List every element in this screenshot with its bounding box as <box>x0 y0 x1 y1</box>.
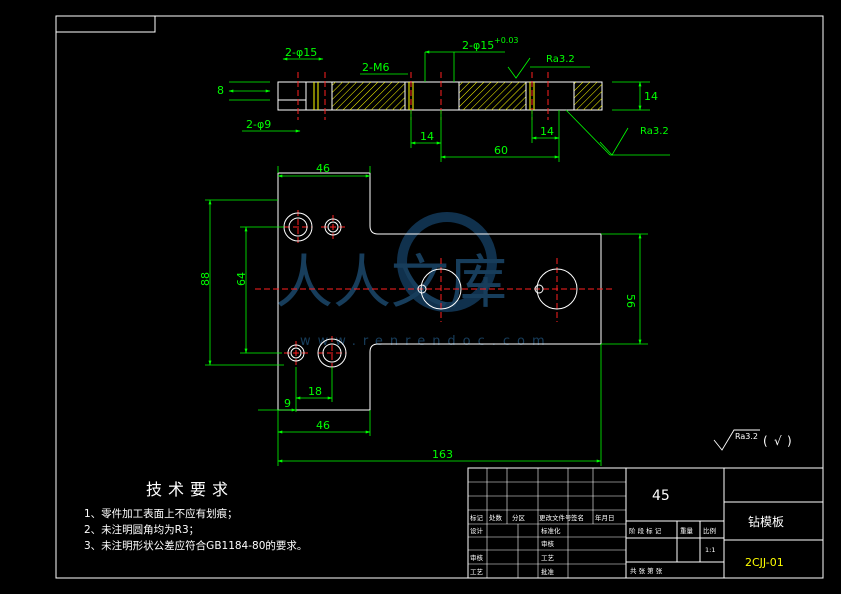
tb-stage-label: 阶 段 标 记 <box>629 526 662 535</box>
tb-material: 45 <box>652 488 670 504</box>
tech-requirements: 技术要求 1、零件加工表面上不应有划痕； 2、未注明圆角均为R3； 3、未注明形… <box>84 476 384 554</box>
tb-row-design: 设计 <box>470 526 484 535</box>
watermark-url: www.renrendoc.com <box>300 334 552 349</box>
dim-gap-a: 14 <box>420 130 434 143</box>
tb-scale-label: 比例 <box>703 526 716 535</box>
tech-requirements-title: 技术要求 <box>146 480 235 499</box>
roughness-label-2: Ra3.2 <box>640 126 669 137</box>
tb-row-approve: 批准 <box>541 567 555 576</box>
tb-col-mark: 标记 <box>470 513 484 522</box>
tb-row-review: 审核 <box>541 539 555 548</box>
tb-col-zone: 分区 <box>512 513 526 522</box>
dim-9: 9 <box>284 397 291 410</box>
tb-col-date: 年月日 <box>595 513 615 522</box>
dim-height-56: 56 <box>624 294 637 308</box>
dim-hole-dia: 2-φ15 <box>285 46 317 59</box>
dim-18: 18 <box>308 385 322 398</box>
dim-height-64: 64 <box>235 272 248 286</box>
roughness-general-note: Ra3.2 ( √ ) <box>713 429 792 451</box>
dim-thread: 2-M6 <box>362 61 389 74</box>
tb-row-std: 标准化 <box>541 526 561 535</box>
drawing-frame <box>55 15 824 579</box>
dim-width-top: 46 <box>316 162 330 175</box>
section-view: 2-φ15 2-M6 2-φ15 +0.03 Ra3.2 8 14 2-φ9 1… <box>217 36 670 162</box>
roughness-note-paren-close: ) <box>787 434 792 448</box>
roughness-note-check: √ <box>774 434 782 448</box>
plan-view: 46 88 64 56 9 18 46 163 <box>199 162 648 466</box>
tb-sheets-label: 共 张 第 张 <box>630 566 663 575</box>
tb-drawing-no: 2CJJ-01 <box>745 556 784 569</box>
tb-row-process: 工艺 <box>541 554 555 562</box>
tb-scale-value: 1:1 <box>705 546 715 554</box>
tech-requirement-item: 3、未注明形状公差应符合GB1184-80的要求。 <box>84 540 308 552</box>
dim-cbore: 2-φ9 <box>246 118 271 131</box>
tb-weight-label: 重量 <box>680 527 694 535</box>
tb-row-check: 审核 <box>470 553 484 562</box>
watermark-text: 人人文库 <box>275 248 507 316</box>
dim-gap-b: 14 <box>540 125 554 138</box>
dim-thick-right: 14 <box>644 90 658 103</box>
tech-requirement-item: 2、未注明圆角均为R3； <box>84 524 200 536</box>
roughness-note-value: Ra3.2 <box>735 432 758 441</box>
watermark: 人人文库 www.renrendoc.com <box>275 212 552 349</box>
dim-overall-length: 163 <box>432 448 453 461</box>
tech-requirement-item: 1、零件加工表面上不应有划痕； <box>84 508 238 520</box>
dim-width-bottom: 46 <box>316 419 330 432</box>
dim-height-88: 88 <box>199 272 212 286</box>
dim-span-60: 60 <box>494 144 508 157</box>
roughness-label-1: Ra3.2 <box>546 54 575 65</box>
dim-hole-tol-sup: +0.03 <box>494 36 519 45</box>
tb-col-sign: 签名 <box>571 513 584 522</box>
roughness-note-paren-open: ( <box>763 434 768 448</box>
tb-col-qty: 处数 <box>489 513 503 522</box>
dim-thick-left: 8 <box>217 84 224 97</box>
dim-hole-tol: 2-φ15 <box>462 39 494 52</box>
tb-col-doc: 更改文件号 <box>539 513 572 522</box>
tb-part-name: 钻模板 <box>748 514 784 529</box>
tb-row-tech: 工艺 <box>470 568 484 576</box>
title-block: 标记 处数 分区 更改文件号 签名 年月日 设计 标准化 审核 审核 工艺 批准… <box>467 467 824 579</box>
